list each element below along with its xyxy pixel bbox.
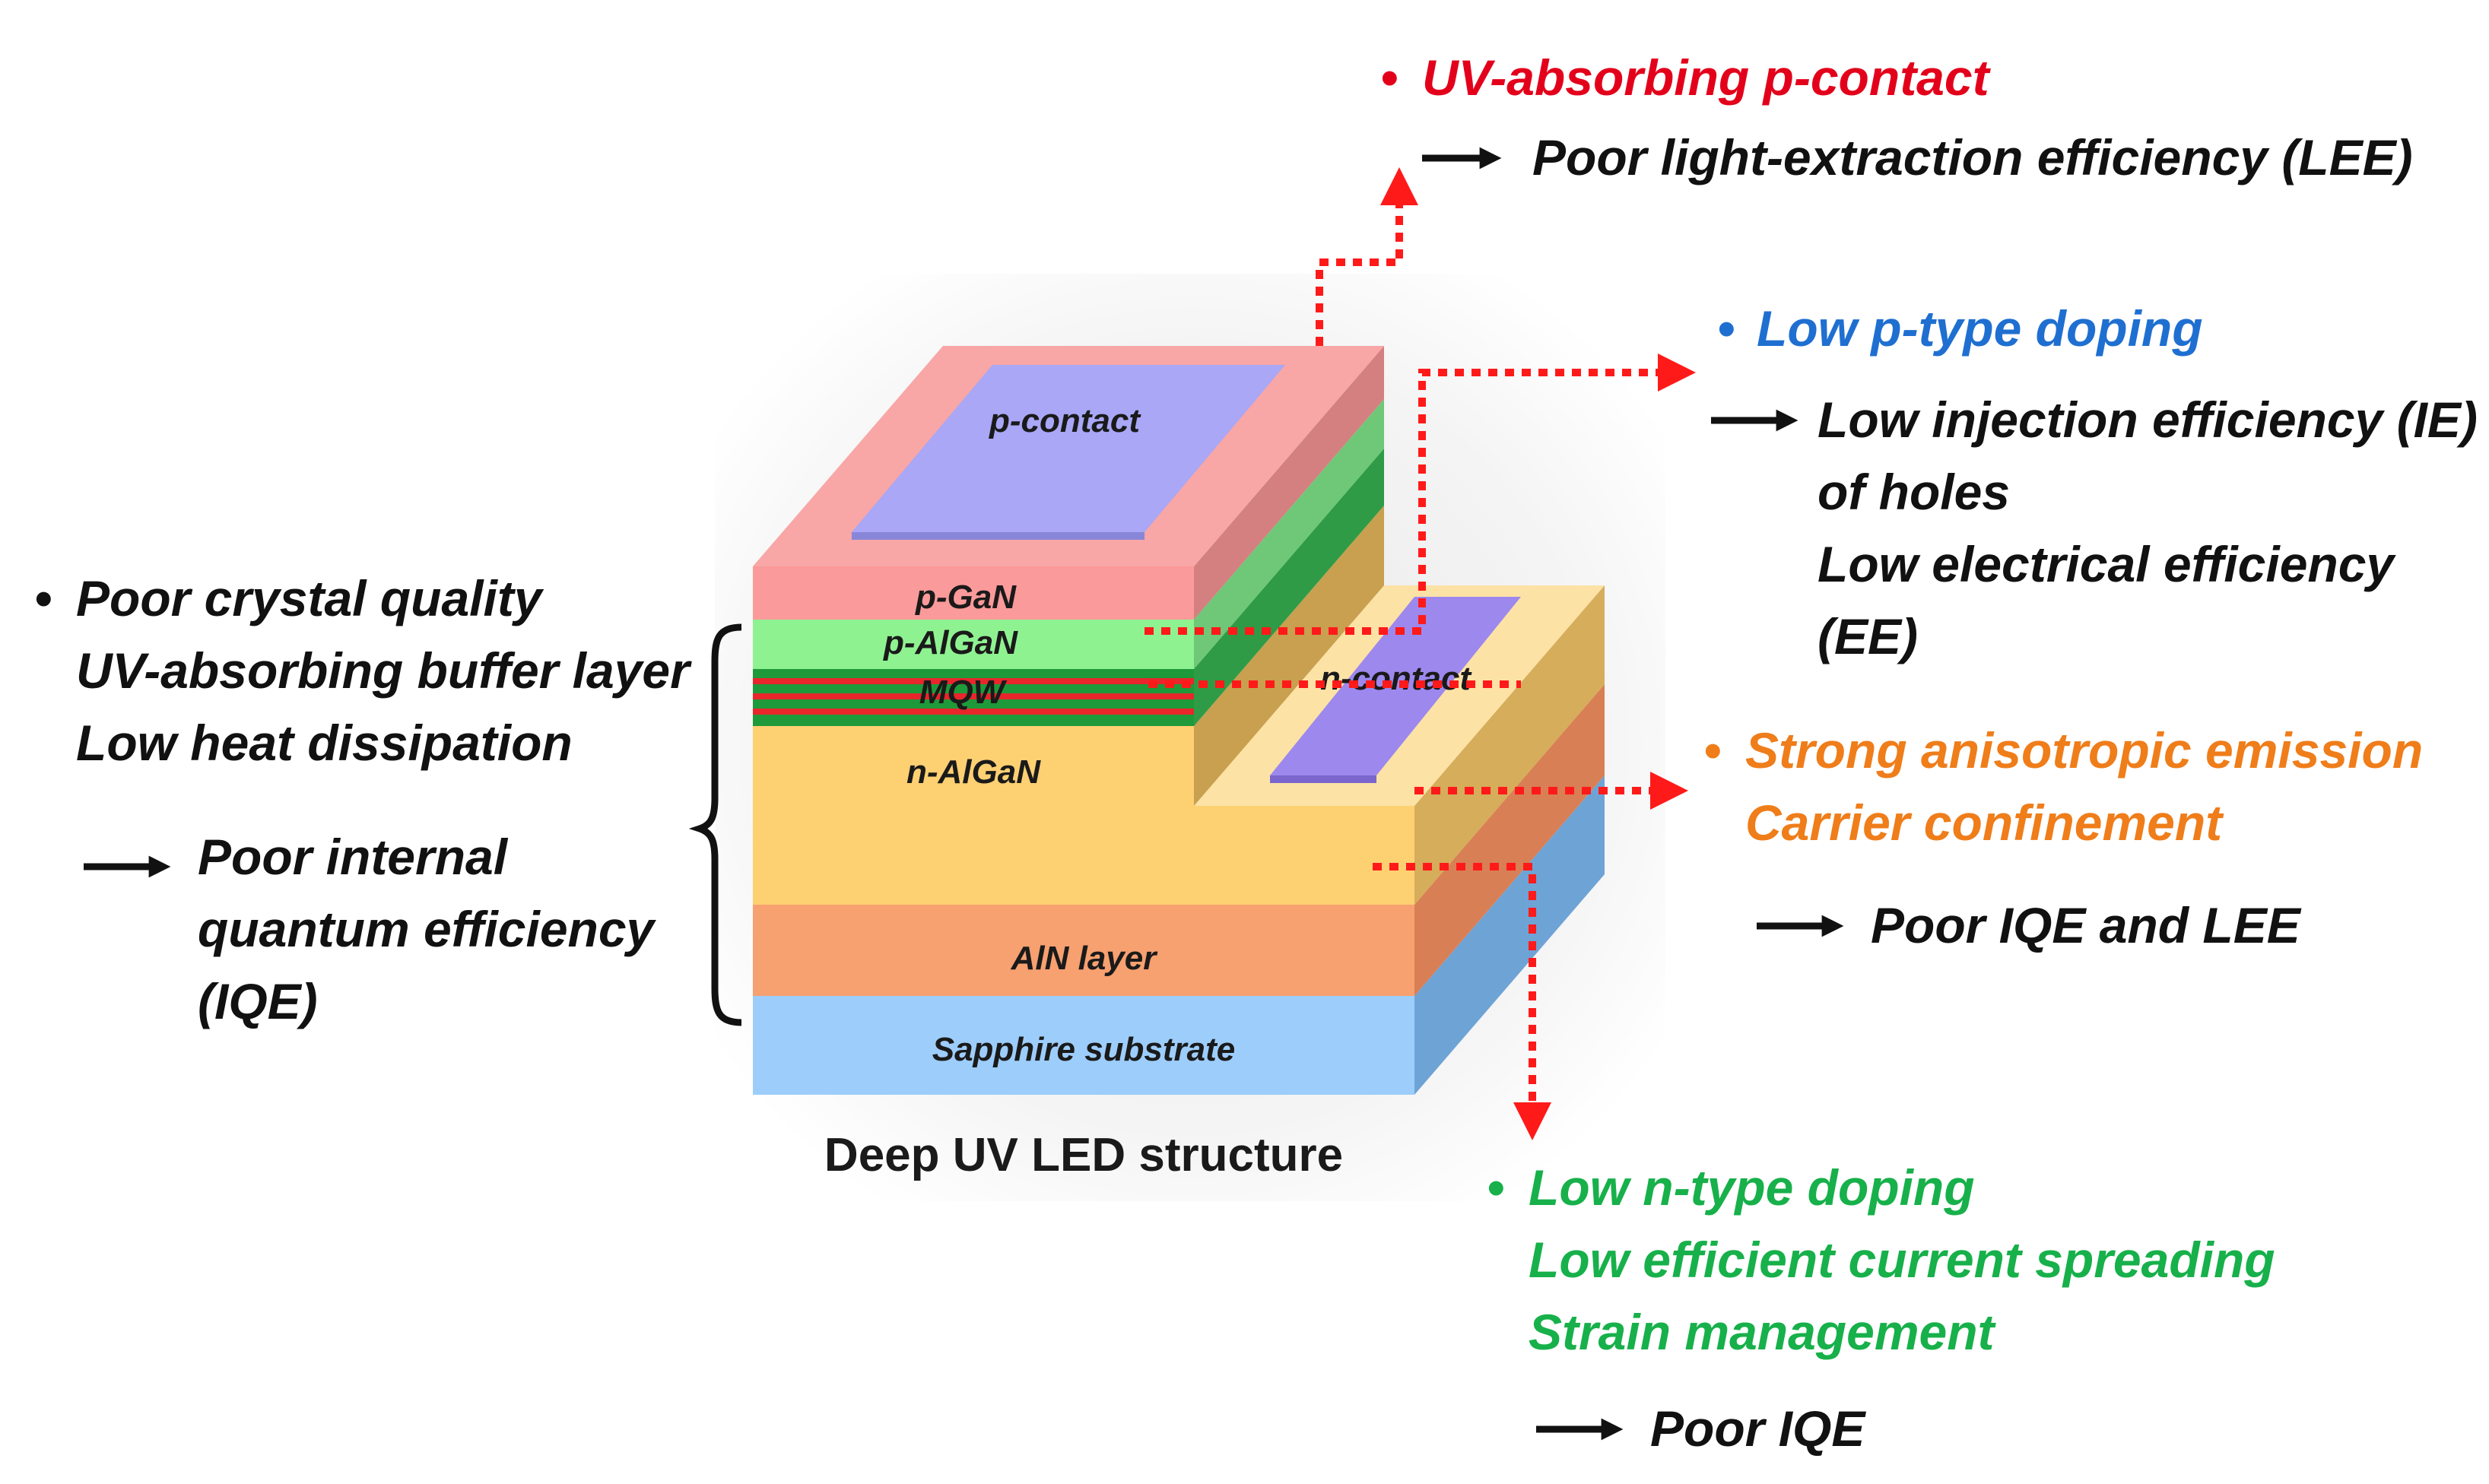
left-result-line-3: (IQE) (198, 973, 318, 1029)
note-uv-absorbing-p-contact: • UV-absorbing p-contact Poor light-extr… (1380, 49, 2413, 186)
note-low-n-type-doping: • Low n-type doping Low efficient curren… (1487, 1159, 2275, 1457)
n-algan-label: n-AlGaN (906, 753, 1041, 791)
note-green-result: Poor IQE (1650, 1400, 1866, 1457)
left-result-line-2: quantum efficiency (198, 901, 657, 957)
note-green-line-2: Low efficient current spreading (1529, 1232, 2275, 1288)
sapphire-label: Sapphire substrate (932, 1031, 1236, 1068)
n-contact-label: n-contact (1320, 660, 1472, 697)
note-orange-line-1: Strong anisotropic emission (1745, 722, 2423, 778)
note-blue-bullet: • (1717, 300, 1735, 357)
left-brace (688, 623, 742, 1026)
left-note: • Poor crystal quality UV-absorbing buff… (34, 570, 692, 1029)
note-blue-result-1: Low injection efficiency (IE) (1818, 392, 2478, 448)
p-algan-side (1194, 399, 1384, 669)
note-blue-result-4: (EE) (1818, 608, 1918, 664)
note-anisotropic-emission: • Strong anisotropic emission Carrier co… (1703, 722, 2423, 953)
arrow-to-n-doping-note (1373, 863, 1551, 1140)
p-gan-label: p-GaN (915, 579, 1017, 616)
note-green-line-1: Low n-type doping (1529, 1159, 1975, 1216)
p-contact-label: p-contact (989, 402, 1141, 439)
note-orange-line-2: Carrier confinement (1745, 794, 2224, 851)
note-red-line: UV-absorbing p-contact (1422, 49, 1992, 106)
note-blue-result-2: of holes (1818, 464, 2010, 520)
diagram-caption: Deep UV LED structure (824, 1129, 1343, 1181)
p-gan-front (753, 566, 1194, 620)
note-green-bullet: • (1487, 1159, 1504, 1216)
note-blue-line: Low p-type doping (1757, 300, 2203, 357)
p-contact-pad (852, 365, 1285, 532)
left-note-line-3: Low heat dissipation (76, 715, 573, 771)
p-algan-label: p-AlGaN (883, 624, 1018, 661)
aln-front (753, 905, 1414, 996)
note-orange-bullet: • (1703, 722, 1721, 778)
note-orange-result: Poor IQE and LEE (1871, 897, 2302, 953)
sapphire-front (753, 996, 1414, 1095)
left-note-line-1: Poor crystal quality (76, 570, 544, 626)
note-red-result: Poor light-extraction efficiency (LEE) (1532, 129, 2413, 186)
sapphire-side (1414, 775, 1605, 1095)
mqw-label: MQW (919, 674, 1008, 711)
n-algan-side (1414, 585, 1605, 905)
p-algan-front (753, 620, 1194, 669)
note-green-line-3: Strain management (1529, 1304, 1997, 1360)
device-structure: p-contact n-contact p-GaN p-AlGaN MQW n-… (753, 346, 1605, 1181)
aln-side (1414, 684, 1605, 996)
mqw-side (1194, 449, 1384, 726)
red-dotted-arrows (1144, 167, 1696, 1140)
note-blue-result-3: Low electrical efficiency (1818, 536, 2396, 592)
left-note-bullet: • (34, 570, 52, 626)
n-contact-pad (1270, 597, 1521, 775)
mesa-side-lower (1194, 506, 1384, 806)
left-result-line-1: Poor internal (198, 829, 509, 885)
p-gan-side (1194, 346, 1384, 620)
note-low-p-type-doping: • Low p-type doping Low injection effici… (1711, 300, 2478, 664)
arrow-to-p-contact-note (1316, 167, 1418, 346)
note-red-bullet: • (1380, 49, 1398, 106)
aln-label: AlN layer (1011, 940, 1159, 977)
arrow-to-p-doping-note (1144, 354, 1696, 635)
left-note-line-2: UV-absorbing buffer layer (76, 642, 692, 699)
